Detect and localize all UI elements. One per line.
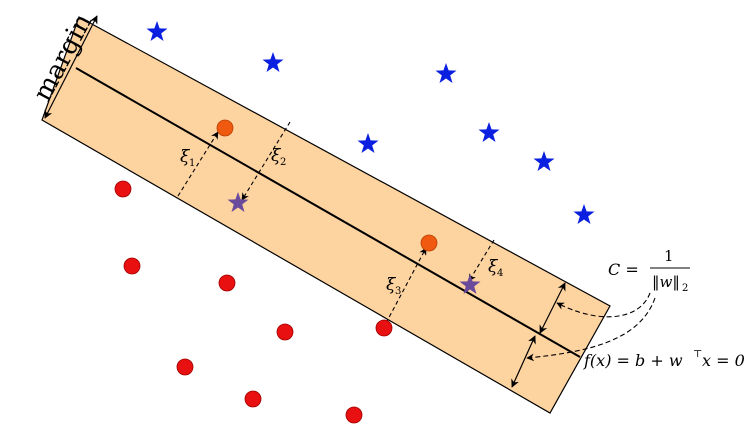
svg-text:ξ: ξ — [180, 147, 191, 167]
boundary-equation: f(x) = b + w ⊤ x = 0 — [583, 349, 745, 370]
xi2-label: ξ 2 — [271, 146, 286, 168]
red-dot — [218, 274, 236, 292]
blue-star — [146, 21, 168, 41]
callout-curve-upper — [556, 292, 651, 318]
svg-text:3: 3 — [395, 286, 401, 297]
red-dot — [114, 180, 132, 198]
c-formula: C = 1 ‖w‖ 2 — [608, 247, 690, 294]
red-dot — [244, 390, 262, 408]
width-arrow-upper — [539, 282, 566, 334]
svg-text:ξ: ξ — [271, 146, 282, 166]
svg-text:1: 1 — [664, 247, 674, 265]
blue-star — [533, 151, 555, 171]
svg-text:2: 2 — [682, 283, 688, 294]
svg-text:1: 1 — [189, 158, 195, 169]
slack-line-1 — [177, 131, 219, 197]
svg-text:x = 0: x = 0 — [702, 351, 745, 370]
slack-line-2 — [241, 121, 291, 201]
xi1-label: ξ 1 — [180, 147, 195, 169]
blue-star — [357, 133, 379, 153]
blue-star — [435, 63, 457, 83]
decision-boundary-line — [75, 67, 581, 358]
blue-star — [573, 204, 595, 224]
slack-line-4 — [468, 239, 495, 282]
slack-line-3 — [385, 247, 427, 324]
orange-dot — [216, 119, 234, 137]
svg-text:⊤: ⊤ — [693, 349, 702, 360]
red-dot — [276, 323, 294, 341]
blue-star — [478, 122, 500, 142]
svg-text:‖w‖: ‖w‖ — [652, 273, 680, 291]
blue-star — [262, 52, 284, 72]
xi3-label: ξ 3 — [386, 275, 401, 297]
red-dot — [345, 406, 363, 424]
callout-curve-lower — [526, 297, 656, 362]
svg-text:C =: C = — [608, 260, 639, 279]
red-dots — [114, 180, 393, 424]
svg-text:ξ: ξ — [488, 257, 499, 277]
orange-dots — [216, 119, 438, 252]
red-dot — [375, 319, 393, 337]
svg-text:4: 4 — [497, 268, 503, 279]
width-arrow-lower — [511, 335, 536, 388]
margin-arrow — [44, 15, 98, 119]
svg-text:2: 2 — [280, 157, 286, 168]
xi4-label: ξ 4 — [488, 257, 503, 279]
margin-band — [41, 16, 611, 414]
orange-dot — [420, 234, 438, 252]
svg-text:f(x) = b + w: f(x) = b + w — [583, 351, 683, 370]
svg-text:ξ: ξ — [386, 275, 397, 295]
red-dot — [123, 257, 141, 275]
red-dot — [176, 358, 194, 376]
